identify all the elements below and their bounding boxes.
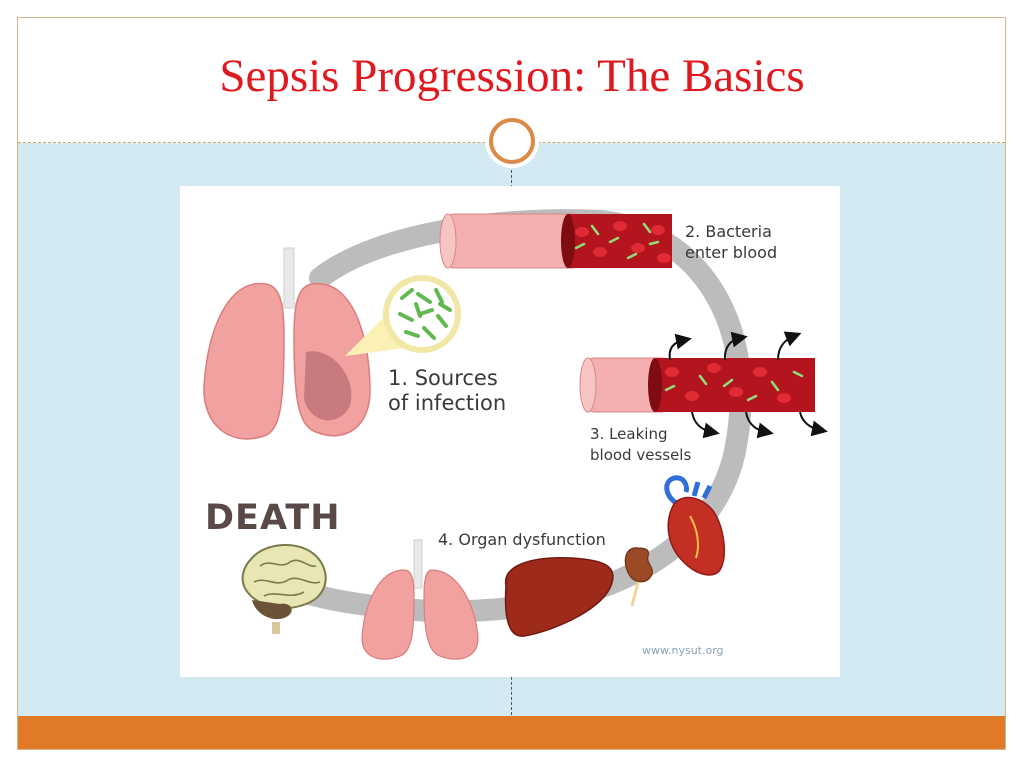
liver-icon: [504, 557, 614, 637]
step-2-label: 2. Bacteria enter blood: [685, 221, 777, 263]
lungs-icon: [203, 247, 371, 440]
step-3-label: 3. Leaking blood vessels: [590, 424, 691, 466]
death-label: DEATH: [205, 498, 341, 538]
leak-arrows: [668, 331, 828, 439]
step-1-label-line-1: 1. Sources: [388, 366, 498, 390]
step-2-label-line-2: enter blood: [685, 243, 778, 262]
step-1-label: 1. Sources of infection: [388, 366, 506, 416]
bacteria-magnifier-icon: [345, 275, 461, 356]
heart-icon: [664, 475, 726, 576]
step-1-label-line-2: of infection: [388, 391, 507, 415]
blood-vessel-1-icon: [439, 213, 672, 269]
ornament-ring: [489, 118, 535, 164]
step-3-label-line-2: blood vessels: [590, 446, 692, 464]
blood-vessel-2-icon: [579, 331, 828, 439]
slide-title: Sepsis Progression: The Basics: [219, 50, 805, 102]
step-3-label-line-1: 3. Leaking: [590, 425, 668, 443]
source-credit: www.nysut.org: [642, 644, 724, 657]
bottom-accent-bar: [18, 716, 1005, 749]
lungs-2-icon: [361, 539, 479, 660]
circle-ornament-icon: [485, 114, 539, 168]
step-4-label: 4. Organ dysfunction: [438, 530, 606, 550]
sepsis-diagram-art: [203, 209, 828, 660]
sepsis-diagram: 1. Sources of infection 2. Bacteria ente…: [180, 186, 840, 677]
brain-icon: [241, 543, 327, 634]
kidney-icon: [624, 547, 653, 607]
step-4-label-line-1: 4. Organ dysfunction: [438, 530, 606, 549]
step-2-label-line-1: 2. Bacteria: [685, 222, 772, 241]
